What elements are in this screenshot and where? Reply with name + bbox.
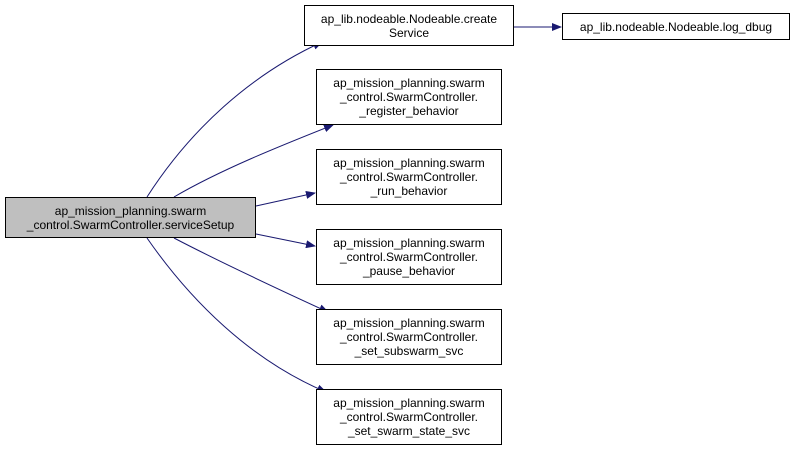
- edge-root-to-run-behavior: [255, 191, 316, 207]
- node-log-dbug[interactable]: ap_lib.nodeable.Nodeable.log_dbug: [562, 13, 790, 40]
- node-register-behavior[interactable]: ap_mission_planning.swarm _control.Swarm…: [316, 69, 502, 125]
- edge-root-to-create-service: [146, 41, 323, 198]
- node-set-swarm-state-svc[interactable]: ap_mission_planning.swarm _control.Swarm…: [316, 389, 502, 445]
- node-run-behavior[interactable]: ap_mission_planning.swarm _control.Swarm…: [316, 149, 502, 205]
- edge-root-to-set-subswarm-svc: [173, 237, 329, 313]
- node-pause-behavior[interactable]: ap_mission_planning.swarm _control.Swarm…: [316, 229, 502, 285]
- node-service-setup[interactable]: ap_mission_planning.swarm _control.Swarm…: [5, 197, 256, 238]
- edge-root-to-set-swarm-state-svc: [146, 237, 327, 393]
- edge-root-to-pause-behavior: [255, 233, 316, 249]
- node-create-service[interactable]: ap_lib.nodeable.Nodeable.create Service: [304, 5, 514, 46]
- edge-root-to-register-behavior: [173, 124, 334, 198]
- node-set-subswarm-svc[interactable]: ap_mission_planning.swarm _control.Swarm…: [316, 309, 502, 365]
